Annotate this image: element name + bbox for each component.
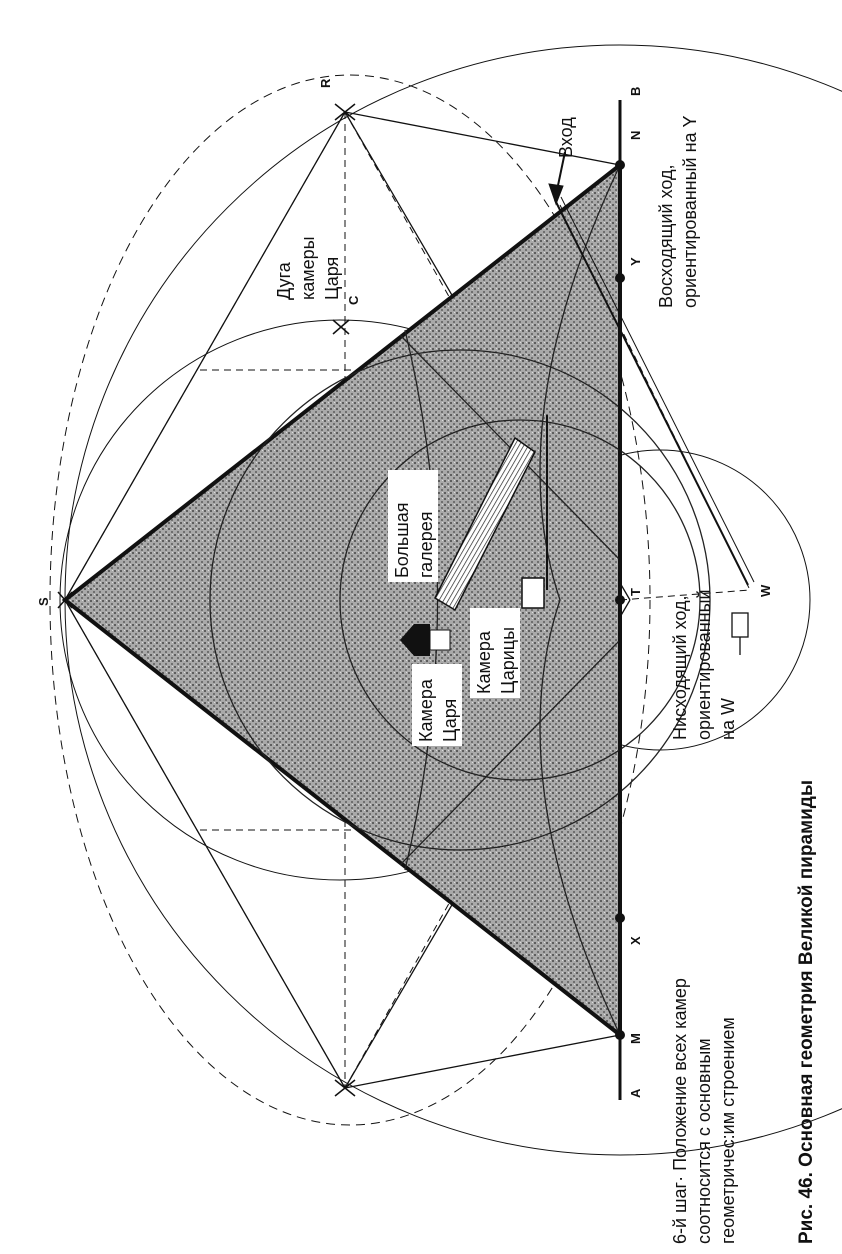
base-dots — [615, 160, 625, 1040]
queen-label-bg — [470, 608, 520, 698]
queen-label-line1: Камера — [474, 630, 494, 694]
point-label-c: C — [346, 295, 361, 305]
chambers — [400, 415, 749, 656]
descending-label-line2: ориентированный — [694, 589, 714, 740]
entrance-label: Вход — [556, 117, 576, 158]
point-label-y: Y — [628, 257, 643, 266]
queen-label-line2: Царицы — [498, 627, 518, 694]
vertex-marks — [57, 103, 356, 1097]
king-arc-label-line2: камеры — [298, 236, 318, 300]
step-caption-line2: соотносится с основным — [694, 1038, 714, 1244]
ascending-label-line2: ориентированный на Y — [680, 115, 700, 308]
point-labels: S R C B N Y T W X M A — [36, 78, 773, 1098]
point-label-r: R — [318, 78, 333, 88]
point-label-m: M — [628, 1033, 643, 1044]
point-label-a: A — [628, 1088, 643, 1098]
gallery-label-line2: галерея — [416, 512, 436, 578]
point-label-s: S — [36, 597, 51, 606]
point-label-b: B — [628, 87, 643, 96]
step-caption-line3: геометричес:им строением — [718, 1017, 738, 1244]
king-arc-label-line3: Царя — [322, 257, 342, 300]
ascending-passage — [554, 196, 755, 586]
figure-caption: Рис. 46. Основная геометрия Великой пира… — [796, 780, 817, 1244]
annotations: Вход Восходящий ход, ориентированный на … — [274, 115, 738, 746]
step-caption-line1: 6-й шаг· Положение всех камер — [670, 978, 690, 1244]
point-label-t: T — [628, 588, 643, 596]
king-chamber — [400, 624, 430, 656]
point-label-n: N — [628, 131, 643, 140]
king-label-bg — [412, 664, 462, 746]
entrance-arrow-icon — [548, 151, 566, 206]
descending-label-line3: на W — [718, 698, 738, 740]
descending-label-line1: Нисходящий ход, — [670, 595, 690, 740]
king-arc-label-line1: Дуга — [274, 261, 294, 300]
point-label-w: W — [758, 584, 773, 597]
queen-chamber — [521, 577, 545, 609]
captions: 6-й шаг· Положение всех камер соотноситс… — [670, 780, 817, 1244]
king-label-line1: Камера — [416, 678, 436, 742]
gallery-label-line1: Большая — [392, 502, 412, 578]
king-label-line2: Царя — [440, 699, 460, 742]
grand-gallery — [434, 436, 536, 612]
ascending-label-line1: Восходящий ход, — [656, 164, 676, 308]
point-label-x: X — [628, 936, 643, 945]
gallery-label-bg — [388, 470, 438, 582]
outer-dashed-ellipse — [49, 74, 651, 1126]
pyramid-inner-curves — [209, 164, 711, 1036]
